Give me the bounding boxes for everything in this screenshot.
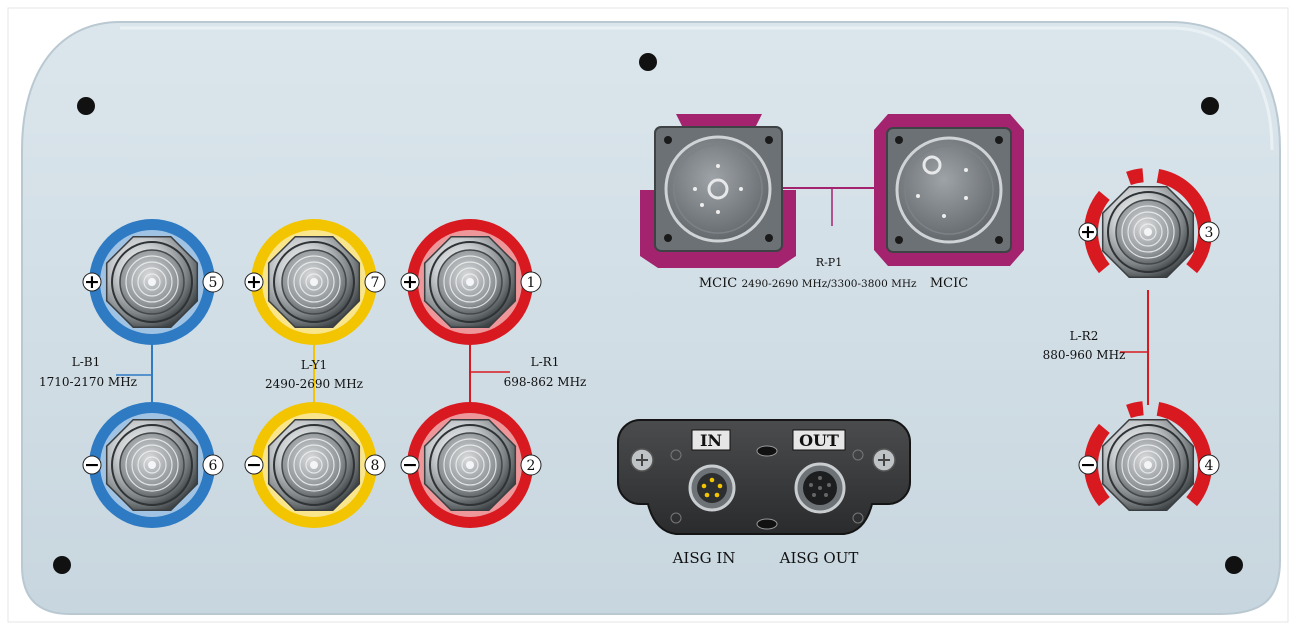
port-6-polarity: − <box>84 454 100 476</box>
lb1-frequency-label: 1710-2170 MHz <box>39 375 137 389</box>
port-7-number: 7 <box>371 275 380 291</box>
rf-port-3: +3 <box>1078 168 1220 279</box>
rf-port-8: −8 <box>244 402 386 528</box>
lr2-frequency-label: 880-960 MHz <box>1043 348 1126 362</box>
port-2-polarity: − <box>402 454 418 476</box>
port-2-number: 2 <box>527 458 536 474</box>
port-7-polarity: + <box>246 271 262 293</box>
mcic-connector-left <box>640 114 796 268</box>
rf-ports: +5−6+7−8+1−2+3−4 <box>82 168 1220 528</box>
lr1-name-label: L-R1 <box>531 355 560 369</box>
port-5-number: 5 <box>209 275 218 291</box>
aisg-out-tag: OUT <box>799 431 839 450</box>
lb1-name-label: L-B1 <box>72 355 100 369</box>
mcic-left-label: MCIC <box>699 276 737 291</box>
panel-body <box>21 21 1281 615</box>
aisg-module <box>617 419 911 535</box>
port-8-number: 8 <box>371 458 380 474</box>
rp1-frequency-label: 2490-2690 MHz/3300-3800 MHz <box>741 278 917 290</box>
aisg-in-tag: IN <box>700 431 722 450</box>
aisg-in-label: AISG IN <box>672 549 736 567</box>
rf-port-7: +7 <box>244 219 386 345</box>
mcic-right-label: MCIC <box>930 276 968 291</box>
port-3-number: 3 <box>1205 225 1214 241</box>
rf-port-2: −2 <box>400 402 542 528</box>
mcic-connector-right <box>874 114 1024 266</box>
rf-port-1: +1 <box>400 219 542 345</box>
port-4-number: 4 <box>1205 458 1214 474</box>
port-5-polarity: + <box>84 271 100 293</box>
rf-port-5: +5 <box>82 219 224 345</box>
mounting-holes <box>53 53 1243 574</box>
rf-port-4: −4 <box>1078 401 1220 512</box>
port-6-number: 6 <box>209 458 218 474</box>
port-1-polarity: + <box>402 271 418 293</box>
lr1-frequency-label: 698-862 MHz <box>504 375 587 389</box>
port-3-polarity: + <box>1080 221 1096 243</box>
ly1-name-label: L-Y1 <box>301 358 327 372</box>
rf-port-6: −6 <box>82 402 224 528</box>
port-1-number: 1 <box>527 275 536 291</box>
aisg-out-label: AISG OUT <box>779 549 859 567</box>
rp1-name-label: R-P1 <box>816 256 842 269</box>
lr2-name-label: L-R2 <box>1070 329 1099 343</box>
ly1-frequency-label: 2490-2690 MHz <box>265 377 363 391</box>
port-8-polarity: − <box>246 454 262 476</box>
port-4-polarity: − <box>1080 454 1096 476</box>
